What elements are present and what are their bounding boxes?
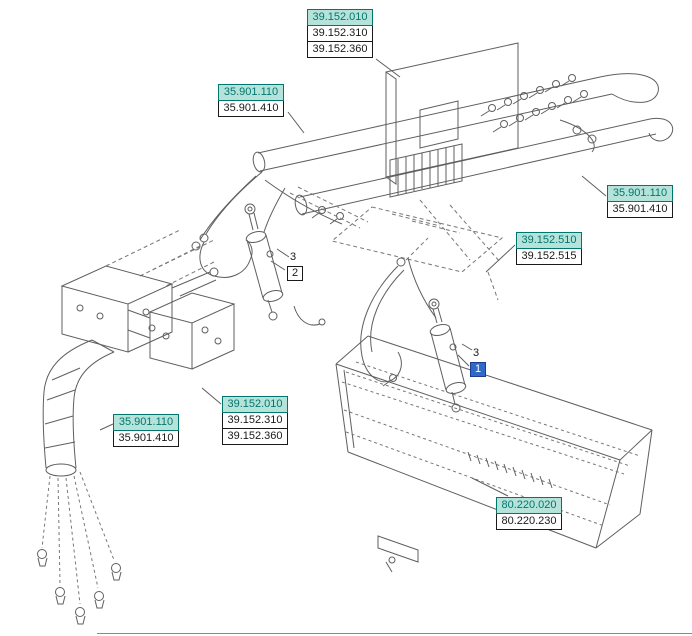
part-number-link-highlighted[interactable]: 80.220.020 bbox=[496, 497, 562, 514]
label-group-center: 39.152.010 39.152.310 39.152.360 bbox=[222, 396, 288, 445]
right-hopper bbox=[335, 335, 653, 573]
dashed-guides bbox=[105, 186, 504, 301]
callout-quantity-left: 3 bbox=[290, 251, 297, 263]
mounting-bolts bbox=[37, 471, 122, 625]
part-number-link-highlighted[interactable]: 39.152.010 bbox=[307, 9, 373, 26]
part-number-link-highlighted[interactable]: 39.152.510 bbox=[516, 232, 582, 249]
part-number-link[interactable]: 35.901.410 bbox=[218, 100, 284, 117]
part-number-link-highlighted[interactable]: 35.901.110 bbox=[607, 185, 673, 202]
label-group-top: 39.152.010 39.152.310 39.152.360 bbox=[307, 9, 373, 58]
label-group-right: 35.901.110 35.901.410 bbox=[607, 185, 673, 218]
label-group-mid-right: 39.152.510 39.152.515 bbox=[516, 232, 582, 265]
part-number-link[interactable]: 39.152.360 bbox=[307, 41, 373, 58]
label-group-bottom-right: 80.220.020 80.220.230 bbox=[496, 497, 562, 530]
label-group-left-mid: 35.901.110 35.901.410 bbox=[113, 414, 179, 447]
left-hoses bbox=[191, 171, 344, 326]
panel-bottom-border bbox=[97, 633, 692, 634]
part-number-link-highlighted[interactable]: 35.901.110 bbox=[218, 84, 284, 101]
hydraulic-cylinder-left bbox=[244, 203, 284, 321]
part-number-link[interactable]: 39.152.515 bbox=[516, 248, 582, 265]
part-number-link[interactable]: 39.152.360 bbox=[222, 428, 288, 445]
right-hoses bbox=[360, 257, 437, 387]
part-number-link-highlighted[interactable]: 35.901.110 bbox=[113, 414, 179, 431]
part-number-link[interactable]: 35.901.410 bbox=[607, 201, 673, 218]
valve-fittings bbox=[480, 74, 597, 153]
leader-lines bbox=[99, 58, 607, 497]
callout-ref-1-selected[interactable]: 1 bbox=[470, 362, 487, 377]
part-number-link-highlighted[interactable]: 39.152.010 bbox=[222, 396, 288, 413]
part-number-link[interactable]: 39.152.310 bbox=[222, 412, 288, 429]
label-group-upper-left: 35.901.110 35.901.410 bbox=[218, 84, 284, 117]
part-number-link[interactable]: 80.220.230 bbox=[496, 513, 562, 530]
left-bent-tube bbox=[42, 339, 115, 477]
callout-ref-2[interactable]: 2 bbox=[287, 266, 304, 281]
part-number-link[interactable]: 35.901.410 bbox=[113, 430, 179, 447]
callout-quantity-right: 3 bbox=[473, 347, 480, 359]
mounting-plate bbox=[385, 42, 519, 198]
left-frame-assembly bbox=[60, 265, 236, 370]
part-number-link[interactable]: 39.152.310 bbox=[307, 25, 373, 42]
